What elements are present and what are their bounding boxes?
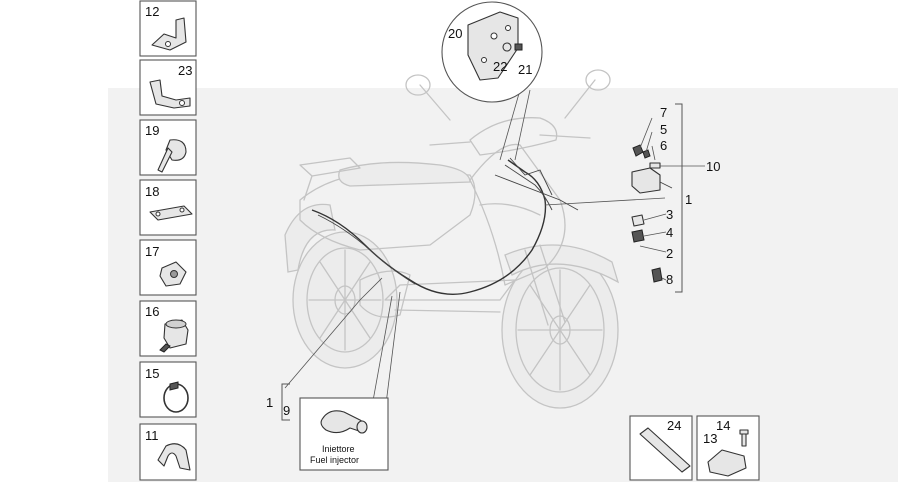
side-box-18: 18 (139, 179, 197, 236)
sleeve-icon (639, 427, 691, 473)
inset-bracket-detail: 20 22 21 (441, 1, 543, 103)
label-1-right: 1 (685, 192, 692, 207)
label-17: 17 (145, 244, 159, 259)
wiring-harness (311, 157, 579, 295)
side-box-12: 12 (139, 0, 197, 57)
label-12: 12 (145, 4, 159, 19)
fuse-8-icon (651, 267, 663, 283)
label-14: 14 (716, 418, 730, 433)
screw-small-icon (514, 43, 523, 51)
label-18: 18 (145, 184, 159, 199)
side-box-17: 17 (139, 239, 197, 296)
label-8: 8 (666, 272, 673, 287)
side-box-19: 19 (139, 119, 197, 176)
label-1-left: 1 (266, 395, 273, 410)
pipe-clip-icon (157, 443, 191, 471)
injector-caption-it: Iniettore (322, 444, 355, 454)
label-9: 9 (283, 403, 290, 418)
label-15: 15 (145, 366, 159, 381)
label-3: 3 (666, 207, 673, 222)
plate-bracket-icon (707, 449, 747, 477)
label-13: 13 (703, 431, 717, 446)
label-4: 4 (666, 225, 673, 240)
left-parts-group: 1 9 (266, 383, 290, 421)
label-16: 16 (145, 304, 159, 319)
side-box-11: 11 (139, 423, 197, 481)
bottom-box-24: 24 (629, 415, 693, 481)
side-box-16: 16 (139, 300, 197, 357)
label-20: 20 (448, 26, 462, 41)
side-box-15: 15 (139, 361, 197, 418)
rear-rim (306, 247, 384, 353)
bent-bracket-icon (151, 17, 187, 51)
label-5: 5 (660, 122, 667, 137)
label-7: 7 (660, 105, 667, 120)
front-rim (515, 267, 605, 393)
connector-3-icon (631, 214, 645, 227)
connector-block-icon (631, 167, 661, 194)
background-panel (108, 88, 898, 482)
washer-icon (502, 42, 512, 52)
label-23: 23 (178, 63, 192, 78)
label-10: 10 (706, 159, 720, 174)
label-22: 22 (493, 59, 507, 74)
fuel-injector-box: Iniettore Fuel injector (299, 397, 389, 471)
label-11: 11 (145, 428, 159, 443)
main-harness (311, 159, 547, 295)
right-parts-group: 7 5 6 10 1 3 4 2 8 (631, 103, 720, 293)
label-21: 21 (518, 62, 532, 77)
screw-icon (739, 429, 749, 447)
label-6: 6 (660, 138, 667, 153)
screw-icon-10 (649, 162, 661, 169)
label-24: 24 (667, 418, 681, 433)
label-2: 2 (666, 246, 673, 261)
bottom-box-13-14: 14 13 (696, 415, 760, 481)
scooter-outline (284, 69, 620, 409)
connector-4-icon (631, 229, 645, 243)
injector-caption-en: Fuel injector (310, 455, 359, 465)
side-box-23: 23 (139, 59, 197, 116)
label-19: 19 (145, 123, 159, 138)
